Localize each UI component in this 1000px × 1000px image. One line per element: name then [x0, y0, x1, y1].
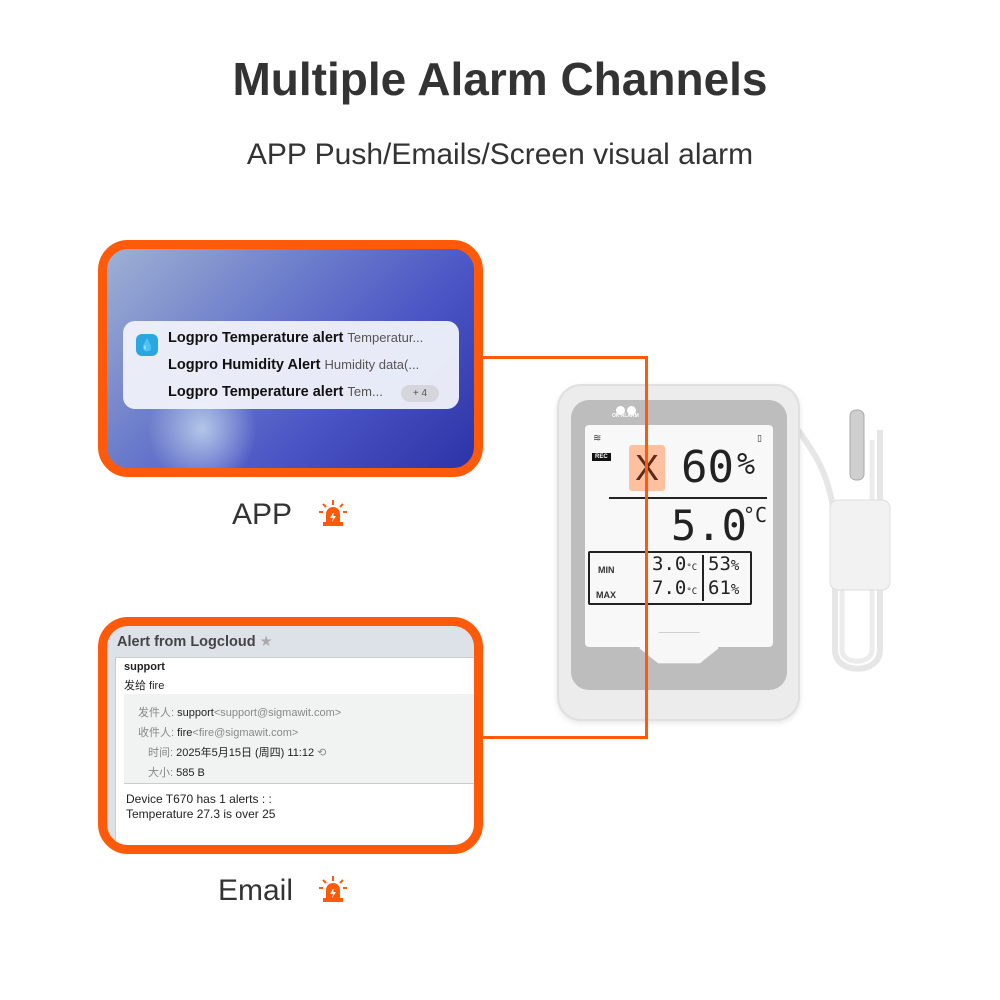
email-body: support 发给 fire 发件人: support<support@sig… — [115, 657, 474, 845]
star-icon[interactable]: ★ — [259, 634, 273, 650]
max-label: MAX — [596, 590, 616, 600]
notification-stack[interactable]: 💧 Logpro Temperature alert Temperatur...… — [123, 321, 459, 409]
notification-preview: Temperatur... — [347, 330, 424, 345]
email-to-line: 发给 fire — [124, 680, 165, 692]
alarm-light-icon — [319, 500, 347, 526]
humidity-reading: 60 — [681, 442, 734, 493]
app-notification-panel: 💧 Logpro Temperature alert Temperatur...… — [98, 240, 483, 477]
from-row: 发件人: support<support@sigmawit.com> — [138, 707, 342, 719]
history-icon[interactable]: ⟲ — [317, 747, 327, 759]
connector-line — [482, 356, 648, 359]
max-humidity: 61% — [708, 577, 740, 599]
notification-title: Logpro Temperature alert — [168, 384, 344, 400]
logpro-app-icon: 💧 — [136, 334, 158, 356]
probe-cable — [795, 409, 891, 672]
more-notifications-badge[interactable]: + 4 — [401, 385, 439, 402]
lcd-screen: ≋ ▯ REC X 60 % 5.0 °C MIN MAX 3.0°C 7.0°… — [585, 425, 773, 647]
temperature-unit: °C — [743, 503, 768, 527]
divider — [702, 555, 704, 601]
notification-preview: Humidity data(... — [324, 357, 420, 372]
notification-item[interactable]: Logpro Humidity Alert Humidity data(... — [168, 357, 419, 373]
size-row: 大小: 585 B — [148, 767, 205, 779]
page-subtitle: APP Push/Emails/Screen visual alarm — [246, 138, 754, 171]
notification-title: Logpro Humidity Alert — [168, 357, 321, 373]
min-max-box: MIN MAX 3.0°C 7.0°C 53% 61% — [588, 551, 752, 605]
time-row: 时间: 2025年5月15日 (周四) 11:12 ⟲ — [148, 747, 327, 759]
alarm-light-icon — [319, 876, 347, 902]
to-row: 收件人: fire<fire@sigmawit.com> — [138, 727, 299, 739]
email-body-line: Device T670 has 1 alerts : : — [126, 792, 272, 806]
email-subject: Alert from Logcloud ★ — [117, 634, 273, 650]
rec-indicator: REC — [592, 453, 611, 461]
app-label: APP — [232, 498, 293, 531]
email-panel: Alert from Logcloud ★ support 发给 fire 发件… — [98, 617, 483, 854]
max-temp: 7.0°C — [652, 577, 698, 599]
email-body-line: Temperature 27.3 is over 25 — [126, 807, 276, 821]
led-labels: OK ALARM — [612, 413, 639, 419]
email-sender: support — [124, 661, 165, 673]
notification-item[interactable]: Logpro Temperature alert Tem... — [168, 384, 383, 400]
status-leds — [616, 402, 640, 415]
notification-item[interactable]: Logpro Temperature alert Temperatur... — [168, 330, 423, 346]
divider — [609, 497, 767, 499]
page-title: Multiple Alarm Channels — [232, 53, 768, 105]
min-humidity: 53% — [708, 553, 740, 575]
min-label: MIN — [598, 565, 615, 575]
min-temp: 3.0°C — [652, 553, 698, 575]
humidity-unit: % — [737, 447, 756, 482]
connector-line — [645, 356, 648, 739]
connector-line — [482, 736, 648, 739]
email-meta: 发件人: support<support@sigmawit.com> 收件人: … — [124, 694, 474, 784]
temperature-reading: 5.0 — [671, 501, 747, 550]
battery-icon: ▯ — [757, 433, 762, 443]
notification-preview: Tem... — [347, 384, 383, 399]
wifi-icon: ≋ — [593, 433, 602, 444]
thermo-hygrometer-device: OK ALARM ≋ ▯ REC X 60 % 5.0 °C MIN MAX 3… — [557, 384, 800, 721]
email-label: Email — [218, 874, 294, 907]
notification-title: Logpro Temperature alert — [168, 330, 344, 346]
